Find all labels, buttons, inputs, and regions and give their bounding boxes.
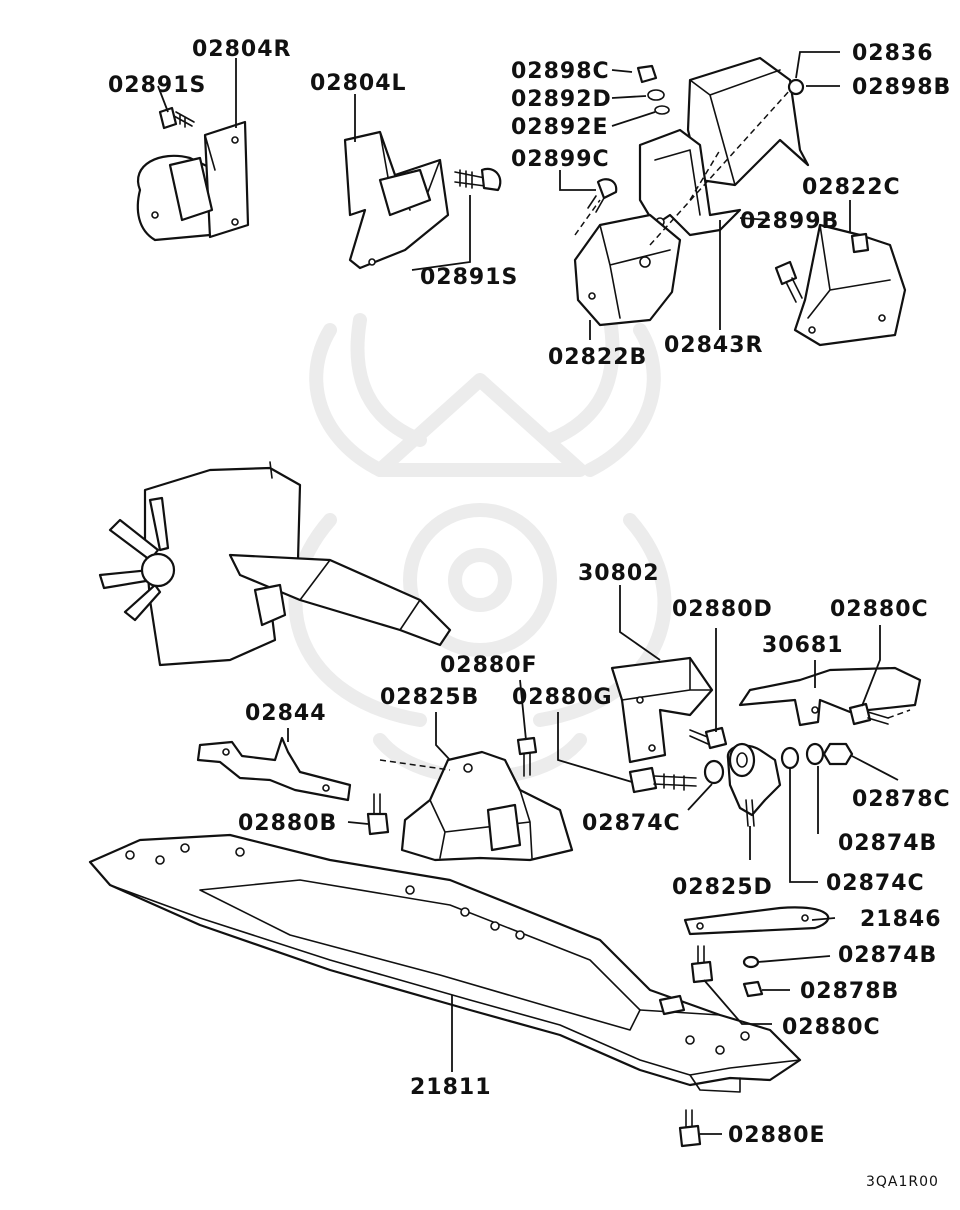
mount-02822B <box>573 213 682 327</box>
label-02880E: 02880E <box>728 1123 826 1148</box>
washer-02874B-a <box>805 742 825 766</box>
bolt-02880B <box>366 793 390 836</box>
label-02880D: 02880D <box>672 597 773 622</box>
label-02836: 02836 <box>852 41 934 66</box>
bolt-02880C-b <box>690 945 714 984</box>
label-02878B: 02878B <box>800 979 899 1004</box>
bolt-02880G <box>628 766 697 794</box>
label-02874C-b: 02874C <box>826 871 925 896</box>
washers-02892 <box>636 64 670 115</box>
bolt-02891S-b <box>454 167 502 192</box>
label-02880F: 02880F <box>440 653 538 678</box>
mount-02825D <box>726 742 782 827</box>
bracket-30802 <box>610 656 714 764</box>
bracket-02804L <box>343 130 450 270</box>
washer-02874B-b <box>742 955 760 969</box>
label-02804R: 02804R <box>192 37 291 62</box>
label-21811: 21811 <box>410 1075 492 1100</box>
label-02891S-b: 02891S <box>420 265 518 290</box>
crossmember-21811 <box>88 833 802 1093</box>
leader-lines <box>157 51 899 1135</box>
label-02880C-a: 02880C <box>830 597 929 622</box>
label-02822C: 02822C <box>802 175 901 200</box>
label-02892E: 02892E <box>511 115 609 140</box>
diagram-code: 3QA1R00 <box>866 1174 939 1190</box>
label-02825D: 02825D <box>672 875 773 900</box>
bracket-02836 <box>686 56 810 187</box>
nut-02878B <box>742 980 764 998</box>
bolt-02899B <box>774 260 803 303</box>
bracket-02804R <box>136 120 250 242</box>
cooling-fan <box>98 496 176 622</box>
label-02874C-a: 02874C <box>582 811 681 836</box>
label-02844: 02844 <box>245 701 327 726</box>
bolt-02880D <box>689 726 728 750</box>
label-02892D: 02892D <box>511 87 612 112</box>
label-02899C: 02899C <box>511 147 610 172</box>
bolt-02880C-a <box>848 702 889 726</box>
mount-02822C <box>793 223 907 347</box>
label-02874B-b: 02874B <box>838 943 937 968</box>
bolt-02880F <box>516 736 538 777</box>
label-02880B: 02880B <box>238 811 337 836</box>
bolt-02880E <box>678 1109 702 1148</box>
label-02891S-a: 02891S <box>108 73 206 98</box>
bracket-02844 <box>196 736 352 802</box>
label-02899B: 02899B <box>740 209 839 234</box>
bolt-02891S-a <box>158 106 195 130</box>
label-21846: 21846 <box>860 907 942 932</box>
label-02880G: 02880G <box>512 685 613 710</box>
nut-02878C <box>822 742 854 766</box>
engine-assembly <box>98 461 452 667</box>
label-02898C: 02898C <box>511 59 610 84</box>
mount-02825B <box>400 750 574 862</box>
label-02804L: 02804L <box>310 71 407 96</box>
label-30802: 30802 <box>578 561 660 586</box>
washer-02874C-b <box>780 746 800 770</box>
label-02878C: 02878C <box>852 787 951 812</box>
label-30681: 30681 <box>762 633 844 658</box>
label-02880C-b: 02880C <box>782 1015 881 1040</box>
plate-21846 <box>683 906 830 936</box>
washer-02874C-a <box>703 759 725 785</box>
label-02874B-a: 02874B <box>838 831 937 856</box>
label-02898B: 02898B <box>852 75 951 100</box>
label-02822B: 02822B <box>548 345 647 370</box>
label-02843R: 02843R <box>664 333 763 358</box>
label-02825B: 02825B <box>380 685 479 710</box>
bolt-02899C <box>587 178 618 213</box>
